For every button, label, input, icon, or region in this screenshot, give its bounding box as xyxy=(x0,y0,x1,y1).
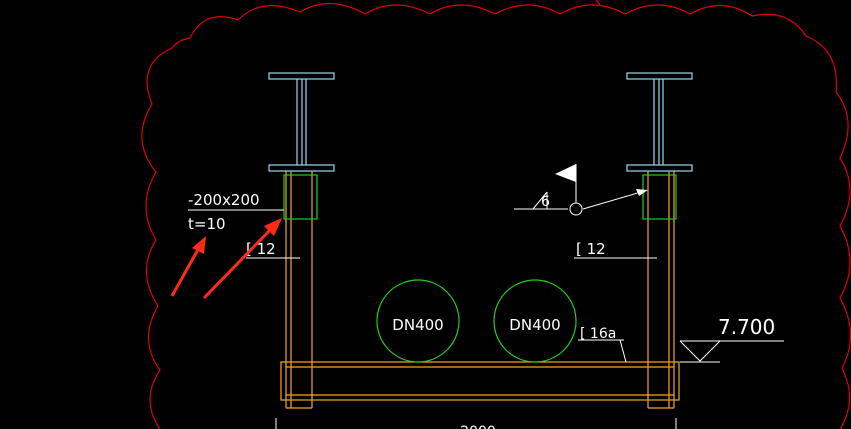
left-steel-plate xyxy=(283,174,318,220)
right-channel-label: [ 12 xyxy=(576,240,606,258)
cloud-tick xyxy=(595,0,601,6)
right-i-beam xyxy=(626,72,693,172)
elevation-label: 7.700 xyxy=(718,315,775,339)
plate-spec-label: -200x200 xyxy=(188,191,260,209)
weld-size-label: 6 xyxy=(541,194,550,210)
right-steel-plate xyxy=(642,174,677,220)
revision-cloud xyxy=(141,2,851,429)
plate-thickness-label: t=10 xyxy=(188,215,226,233)
annotation-arrow-right xyxy=(202,218,282,300)
weld-arrowhead-icon xyxy=(636,189,648,196)
left-channel-label: [ 12 xyxy=(246,240,276,258)
left-i-beam xyxy=(268,72,335,172)
pipe-left-label: DN400 xyxy=(392,316,443,334)
weld-all-around-icon xyxy=(569,202,583,216)
bottom-channel xyxy=(280,361,680,401)
elevation-marker xyxy=(679,340,784,363)
bottom-dimension xyxy=(275,418,677,429)
bottom-channel-label: [ 16a xyxy=(580,326,616,342)
pipe-left xyxy=(376,279,460,363)
bottom-dimension-label: 2000 xyxy=(460,424,496,429)
pipe-right-label: DN400 xyxy=(509,316,560,334)
field-weld-flag-icon xyxy=(555,164,576,182)
weld-symbol xyxy=(514,164,642,210)
pipe-right xyxy=(493,279,577,363)
left-channel-member xyxy=(285,171,313,409)
bottom-channel-leader xyxy=(578,339,627,363)
right-channel-member xyxy=(647,171,675,409)
annotation-arrow-left xyxy=(170,236,206,297)
